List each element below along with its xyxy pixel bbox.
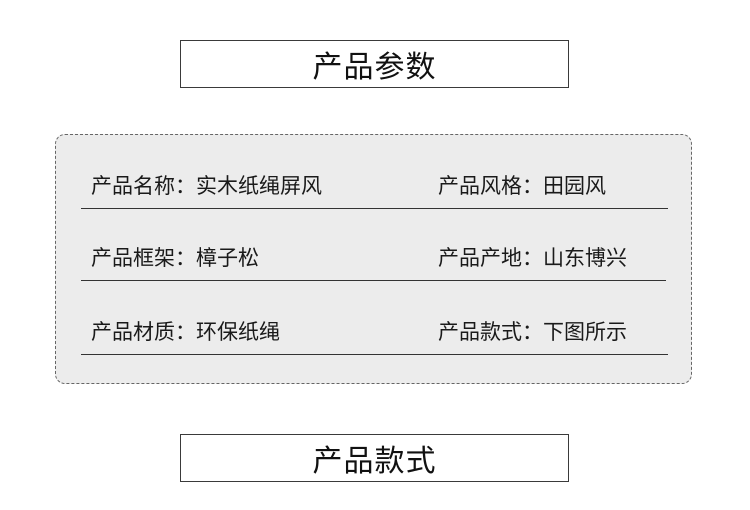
param-row: 产品材质：环保纸绳 产品款式：下图所示	[81, 308, 668, 355]
param-product-style: 产品风格：田园风	[438, 174, 606, 198]
param-product-design: 产品款式：下图所示	[438, 320, 627, 344]
param-product-name: 产品名称：实木纸绳屏风	[91, 174, 322, 198]
style-section-title-text: 产品款式	[312, 444, 437, 479]
style-section-title: 产品款式	[180, 434, 569, 482]
param-product-material: 产品材质：环保纸绳	[91, 320, 280, 344]
params-panel: 产品名称：实木纸绳屏风 产品风格：田园风 产品框架：樟子松 产品产地：山东博兴 …	[55, 134, 692, 384]
param-row: 产品名称：实木纸绳屏风 产品风格：田园风	[81, 162, 668, 209]
param-product-frame: 产品框架：樟子松	[91, 246, 259, 270]
params-section-title-text: 产品参数	[312, 50, 437, 85]
params-section-title: 产品参数	[180, 40, 569, 88]
param-row: 产品框架：樟子松 产品产地：山东博兴	[81, 234, 666, 281]
param-product-origin: 产品产地：山东博兴	[438, 246, 627, 270]
